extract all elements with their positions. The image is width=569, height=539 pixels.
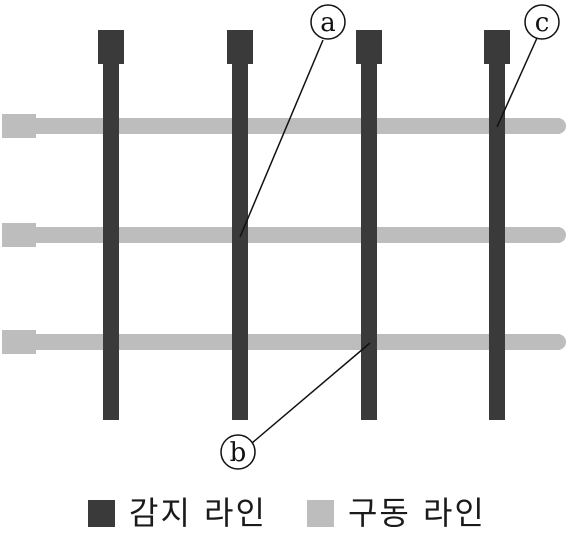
callout-c: c: [496, 4, 560, 128]
legend-item-sensing: 감지 라인: [88, 497, 267, 529]
sensing-lines: [98, 30, 510, 420]
callout-a: a: [239, 4, 346, 238]
legend: 감지 라인 구동 라인: [88, 493, 486, 533]
callout-c-label: c: [535, 8, 550, 38]
driving-lines: [2, 114, 566, 354]
driving-line-1: [2, 114, 566, 138]
callout-a-label: a: [320, 8, 336, 38]
legend-item-driving: 구동 라인: [306, 494, 486, 532]
callout-a-leader: [239, 39, 324, 238]
callout-b: b: [220, 342, 371, 470]
driving-line-3: [2, 330, 566, 354]
sensing-line-1: [98, 30, 124, 420]
callouts: a b c: [220, 4, 560, 470]
driving-line-label: 구동 라인: [347, 494, 486, 532]
driving-line-2: [2, 223, 566, 247]
sensing-line-1-bar: [103, 55, 119, 420]
callout-b-circle: [220, 434, 256, 470]
sensing-line-swatch: [88, 499, 115, 527]
driving-line-3-bar: [20, 334, 566, 350]
callout-b-leader: [251, 342, 371, 444]
callout-b-label: b: [230, 438, 247, 468]
sensing-line-2: [227, 30, 253, 420]
sensing-line-3: [356, 30, 382, 420]
driving-line-2-bar: [20, 227, 566, 243]
sensing-line-4-bar: [489, 55, 505, 420]
sensing-line-2-bar: [232, 55, 248, 420]
callout-c-circle: [524, 4, 560, 40]
callout-c-leader: [496, 37, 538, 128]
sensing-line-3-bar: [361, 55, 377, 420]
driving-line-swatch: [306, 499, 334, 527]
sensing-line-label: 감지 라인: [129, 494, 267, 532]
callout-a-circle: [310, 4, 346, 40]
sensing-line-4: [484, 30, 510, 420]
driving-line-1-bar: [20, 118, 566, 134]
